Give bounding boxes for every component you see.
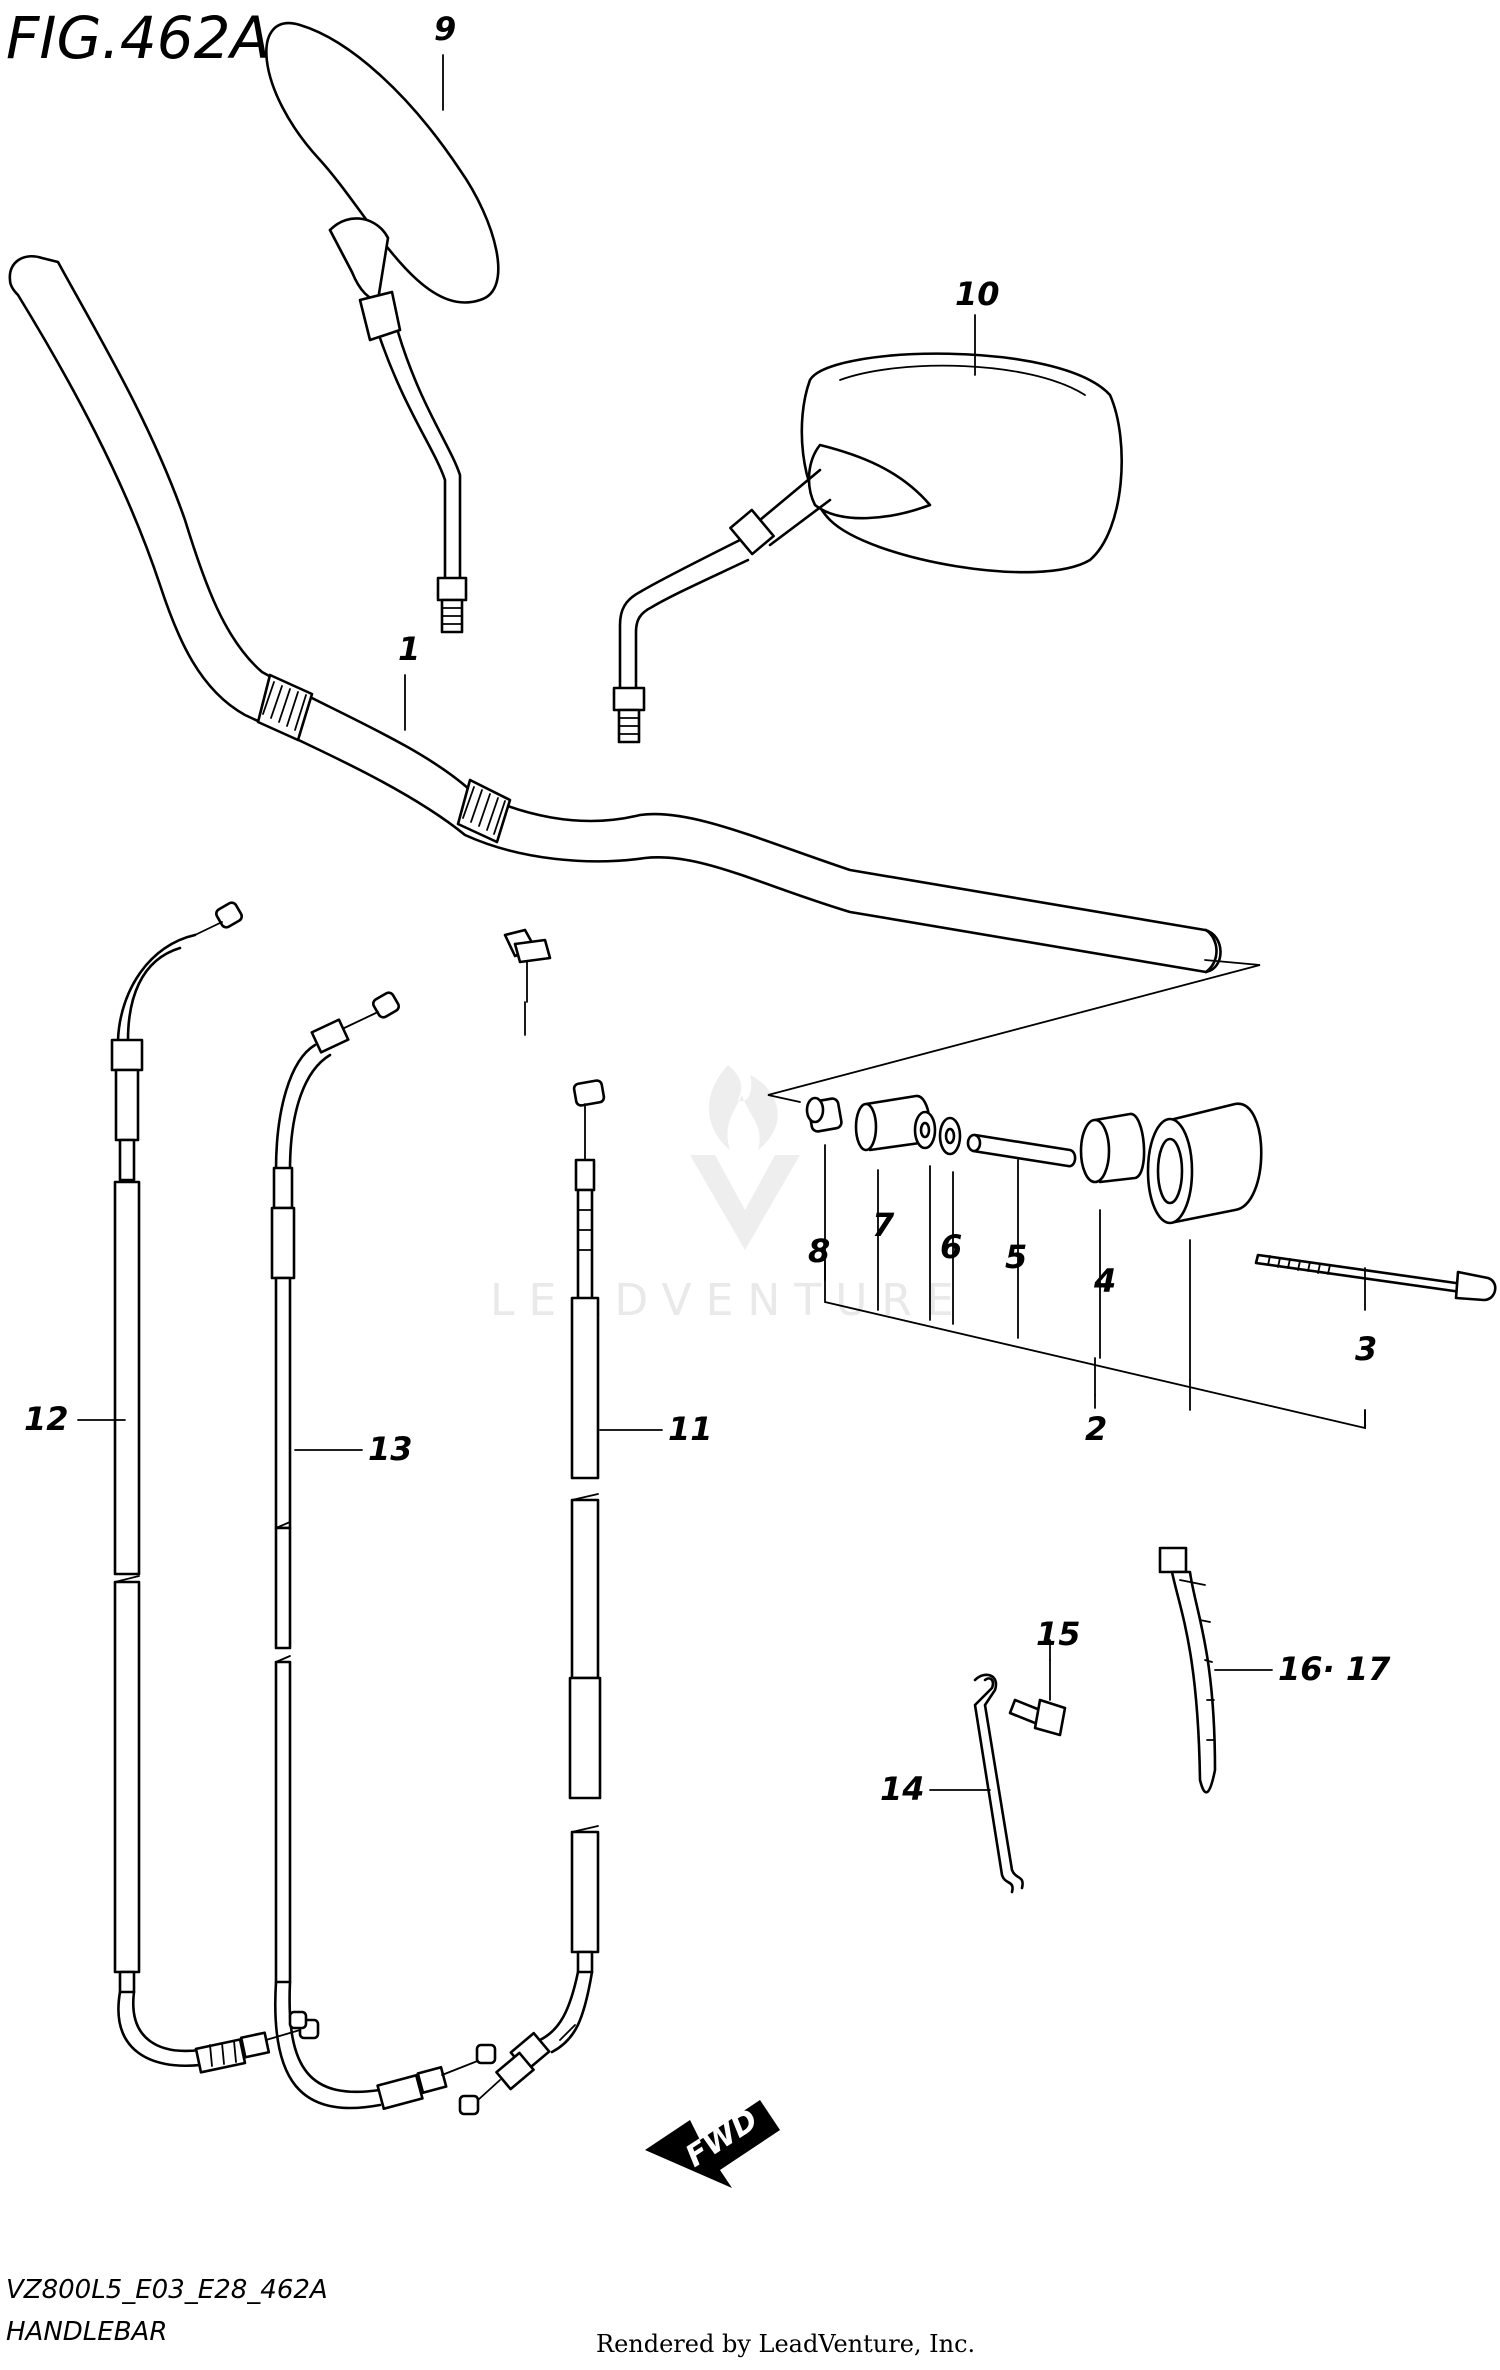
callout-10: 10	[955, 275, 1000, 313]
cable-12	[110, 901, 320, 2074]
callout-11: 11	[668, 1410, 713, 1448]
bolt-15	[1008, 1659, 1067, 1737]
forward-direction-arrow: FWD	[645, 2100, 780, 2188]
callout-3: 3	[1355, 1330, 1377, 1368]
callout-4: 4	[1093, 1262, 1116, 1300]
cable-13	[270, 991, 497, 2111]
watermark: LEADVENTURE	[490, 1065, 968, 1326]
handlebar	[8, 255, 1222, 974]
explode-guide-line	[767, 959, 1261, 1103]
assembly-bracket-lines	[824, 1144, 1366, 1430]
callout-16-17: 16· 17	[1278, 1650, 1391, 1688]
callout-5: 5	[1005, 1238, 1027, 1276]
watermark-flame-icon	[709, 1065, 778, 1150]
callout-9: 9	[434, 10, 456, 48]
callout-1: 1	[398, 630, 420, 668]
callout-2: 2	[1085, 1410, 1107, 1448]
cable-tie-16-17	[1158, 1546, 1217, 1794]
callout-8: 8	[808, 1232, 830, 1270]
callout-13: 13	[368, 1430, 413, 1468]
cable-11	[458, 1079, 606, 2116]
figure-title: FIG.462A	[6, 4, 270, 72]
watermark-text: LEADVENTURE	[490, 1275, 968, 1326]
callout-7: 7	[872, 1206, 895, 1244]
callout-labels: 9 10 1 8 7 6 5 4 3 2 11 12 13 16· 17 14 …	[24, 10, 1391, 1808]
wire-clip-14	[973, 1673, 1024, 1894]
callout-15: 15	[1036, 1615, 1081, 1653]
watermark-v-icon	[690, 1155, 800, 1250]
callout-6: 6	[940, 1228, 962, 1266]
clamp-18	[503, 928, 552, 1003]
figure-name: HANDLEBAR	[6, 2317, 167, 2347]
mirror-left	[265, 21, 500, 634]
mirror-right	[612, 352, 1123, 744]
callout-14: 14	[880, 1770, 925, 1808]
balancer-parts	[805, 1094, 1497, 1302]
figure-code: VZ800L5_E03_E28_462A	[6, 2275, 328, 2305]
callout-12: 12	[24, 1400, 69, 1438]
rendered-by: Rendered by LeadVenture, Inc.	[596, 2330, 975, 2358]
leader-lines	[77, 54, 1366, 1791]
